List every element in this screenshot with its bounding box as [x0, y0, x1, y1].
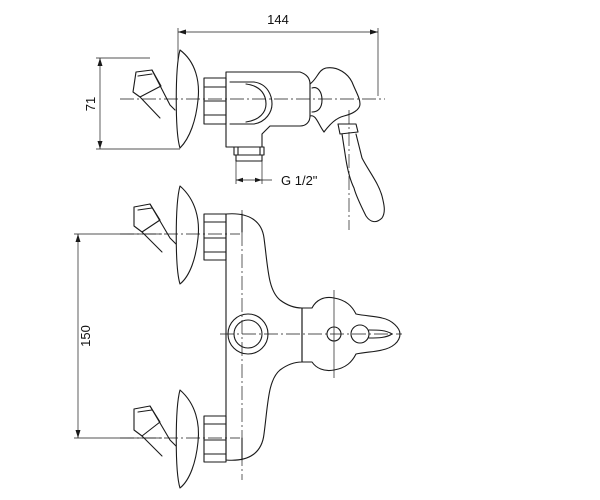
front-upper-connector	[133, 185, 227, 285]
side-wall-flange	[175, 49, 200, 149]
front-outlet-ring	[227, 313, 269, 355]
front-lower-connector	[133, 389, 227, 489]
dimension-150-label: 150	[78, 325, 93, 347]
front-handle-housing	[301, 290, 401, 378]
front-view: 150	[74, 185, 402, 489]
dimension-150: 150	[74, 233, 162, 439]
front-body	[225, 213, 303, 461]
dimension-144-label: 144	[267, 12, 289, 27]
side-body	[225, 71, 311, 148]
side-outlet-nipple	[233, 146, 265, 162]
dimension-71-label: 71	[83, 97, 98, 111]
side-eccentric-connector	[120, 69, 385, 119]
side-lever-handle	[309, 67, 385, 230]
dimension-g-half-label: G 1/2"	[281, 173, 318, 188]
dimension-144: 144	[177, 12, 379, 96]
side-view: 144 71	[83, 12, 385, 230]
side-hex-nut	[203, 77, 227, 125]
dimension-g-half: G 1/2"	[235, 161, 318, 188]
dimension-71: 71	[83, 57, 180, 150]
